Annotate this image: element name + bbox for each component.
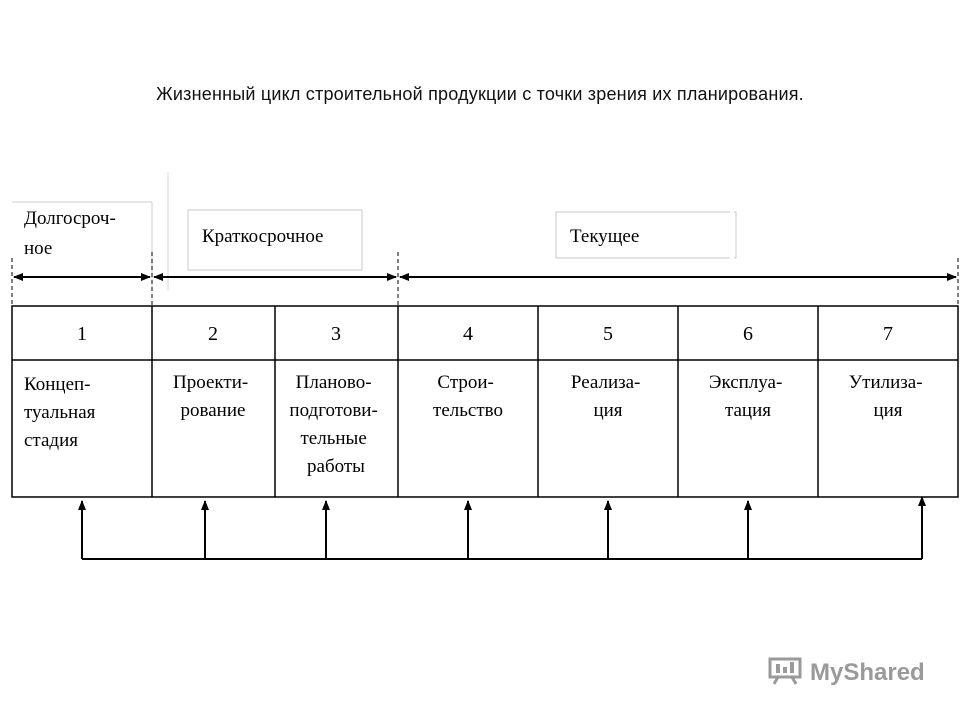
stage-name-construction: Строи- тельство (433, 372, 503, 421)
stage-number: 7 (883, 323, 893, 345)
stage-names: Концеп- туальная стадия Проекти- рование… (24, 372, 928, 477)
horizon-short-term: Краткосрочное (187, 209, 363, 271)
stage-number: 6 (743, 323, 753, 345)
stage-number: 1 (77, 323, 87, 345)
stage-name-conceptual: Концеп- туальная стадия (24, 374, 100, 451)
stage-numbers: 1 2 3 4 5 6 7 (77, 323, 893, 345)
horizon-short-term-label: Краткосрочное (202, 226, 324, 247)
slide-title: Жизненный цикл строительной продукции с … (156, 84, 804, 104)
horizon-dividers (11, 252, 959, 308)
stage-number: 4 (463, 323, 473, 345)
stage-number: 2 (208, 323, 218, 345)
stage-number: 5 (603, 323, 613, 345)
stage-name-operation: Эксплуа- тация (709, 372, 787, 421)
stage-name-design: Проекти- рование (173, 372, 253, 421)
myshared-logo: MyShared (768, 655, 925, 690)
horizon-current: Текущее (555, 210, 737, 262)
stage-name-sale: Реализа- ция (571, 372, 645, 421)
stage-name-preparation: Планово- подготови- тельные работы (289, 372, 382, 477)
stage-number: 3 (331, 323, 341, 345)
feedback-arrows (78, 496, 926, 560)
horizon-current-label: Текущее (570, 226, 639, 247)
stage-name-disposal: Утилиза- ция (849, 372, 928, 421)
horizon-long-term: Долгосроч- ное (12, 201, 153, 290)
horizon-long-term-label: Долгосроч- ное (24, 208, 121, 259)
stage-table (11, 305, 959, 498)
presentation-board-icon (768, 655, 804, 690)
